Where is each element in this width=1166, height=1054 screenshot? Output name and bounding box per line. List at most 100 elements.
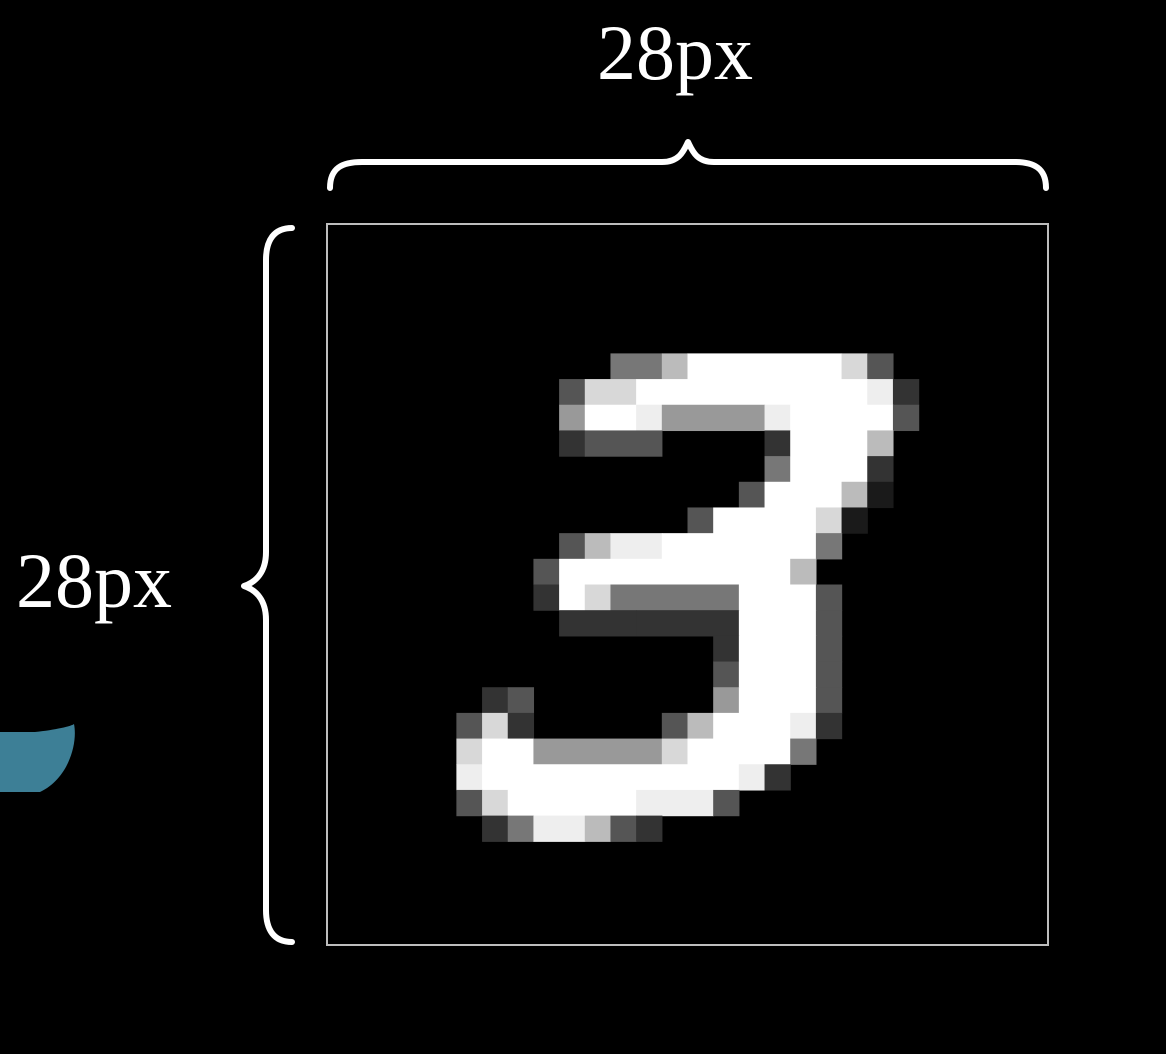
digit-pixel-run	[507, 789, 637, 817]
digit-pixel-run	[456, 738, 483, 765]
digit-pixel-run	[790, 430, 868, 457]
digit-pixel-run	[482, 738, 535, 765]
digit-pixel-run	[507, 687, 535, 714]
digit-pixel-run	[764, 430, 791, 457]
digit-pixel-run	[841, 353, 868, 380]
digit-pixel-run	[533, 558, 560, 586]
digit-pixel-run	[713, 712, 791, 740]
digit-pixel-run	[584, 404, 637, 432]
digit-pixel-run	[790, 456, 868, 483]
digit-pixel-run	[815, 584, 843, 611]
digit-pixel-run	[482, 687, 509, 714]
digit-pixel-run	[559, 558, 791, 586]
digit-pixel-run	[815, 507, 843, 534]
digit-pixel-run	[507, 815, 535, 842]
left-brace	[241, 225, 295, 945]
digit-pixel-run	[661, 738, 689, 765]
digit-pixel-run	[867, 430, 894, 457]
digit-pixel-run	[636, 404, 663, 432]
digit-pixel-run	[533, 738, 663, 765]
digit-pixel-run	[610, 533, 663, 560]
digit-pixel-run	[584, 584, 612, 611]
partial-blue-shape	[0, 724, 75, 792]
digit-pixel-run	[815, 533, 843, 560]
width-label: 28px	[597, 9, 753, 96]
digit-pixel-run	[687, 738, 791, 765]
digit-pixel-run	[636, 610, 740, 637]
digit-pixel-run	[456, 764, 483, 791]
digit-pixel-run	[738, 661, 817, 688]
digit-pixel-run	[867, 481, 894, 509]
digit-pixel-run	[815, 712, 843, 740]
digit-pixel-run	[584, 379, 637, 406]
digit-pixel-run	[815, 661, 843, 688]
digit-pixel-run	[661, 404, 766, 432]
digit-pixel-run	[738, 584, 817, 611]
digit-pixel-run	[533, 584, 560, 611]
left-brace-path	[241, 225, 295, 945]
digit-pixel-run	[738, 635, 817, 663]
digit-pixel-run	[610, 815, 637, 842]
digit-pixel-run	[738, 764, 766, 791]
blue-blob-path	[0, 724, 75, 792]
digit-pixel-run	[790, 404, 894, 432]
top-brace-path	[327, 139, 1049, 191]
top-brace	[327, 139, 1049, 191]
digit-pixel-run	[559, 430, 586, 457]
digit-pixel-run	[456, 789, 483, 817]
digit-pixel-run	[661, 353, 689, 380]
digit-pixel-run	[482, 764, 740, 791]
digit-pixel-run	[790, 738, 817, 765]
digit-pixel-run	[713, 635, 740, 663]
digit-pixel-run	[790, 712, 817, 740]
digit-pixel-run	[764, 456, 791, 483]
digit-pixel-run	[738, 610, 817, 637]
digit-pixel-run	[713, 661, 740, 688]
digit-pixel-run	[713, 507, 817, 534]
digit-pixel-run	[713, 789, 740, 817]
digit-pixel-run	[559, 584, 586, 611]
digit-pixel-run	[482, 712, 509, 740]
digit-pixel-run	[867, 456, 894, 483]
digit-pixel-run	[482, 789, 509, 817]
digit-pixel-run	[559, 404, 586, 432]
digit-pixel-run	[661, 712, 689, 740]
digit-pixel-run	[559, 610, 637, 637]
digit-pixel-run	[867, 379, 894, 406]
digit-pixel-run	[456, 712, 483, 740]
digit-pixel-run	[687, 353, 843, 380]
digit-pixel-run	[815, 635, 843, 663]
digit-pixel-run	[841, 481, 868, 509]
digit-pixel-run	[636, 815, 663, 842]
digit-pixel-run	[482, 815, 509, 842]
digit-pixel-run	[867, 353, 894, 380]
digit-pixel-run	[636, 789, 714, 817]
digit-pixel-run	[764, 764, 791, 791]
digit-pixel-run	[610, 584, 740, 611]
digit-pixel-run	[815, 687, 843, 714]
digit-pixel-run	[584, 533, 612, 560]
height-label: 28px	[16, 537, 172, 624]
digit-pixel-run	[764, 404, 791, 432]
digit-pixel-run	[584, 815, 612, 842]
digit-pixel-run	[713, 687, 740, 714]
digit-pixel-run	[841, 507, 868, 534]
digit-pixel-run	[764, 481, 843, 509]
digit-pixel-run	[559, 379, 586, 406]
digit-image-frame	[326, 223, 1049, 946]
digit-pixel-run	[507, 712, 535, 740]
digit-pixel-run	[738, 481, 766, 509]
digit-pixel-run	[661, 533, 817, 560]
digit-pixel-run	[559, 533, 586, 560]
digit-pixel-run	[892, 404, 920, 432]
digit-pixel-run	[815, 610, 843, 637]
digit-pixel-run	[892, 379, 920, 406]
digit-pixel-run	[533, 815, 586, 842]
digit-pixel-run	[738, 687, 817, 714]
digit-pixel-run	[687, 507, 714, 534]
digit-pixel-run	[790, 558, 817, 586]
digit-pixel-run	[584, 430, 663, 457]
digit-pixel-run	[687, 712, 714, 740]
digit-pixel-run	[636, 379, 868, 406]
